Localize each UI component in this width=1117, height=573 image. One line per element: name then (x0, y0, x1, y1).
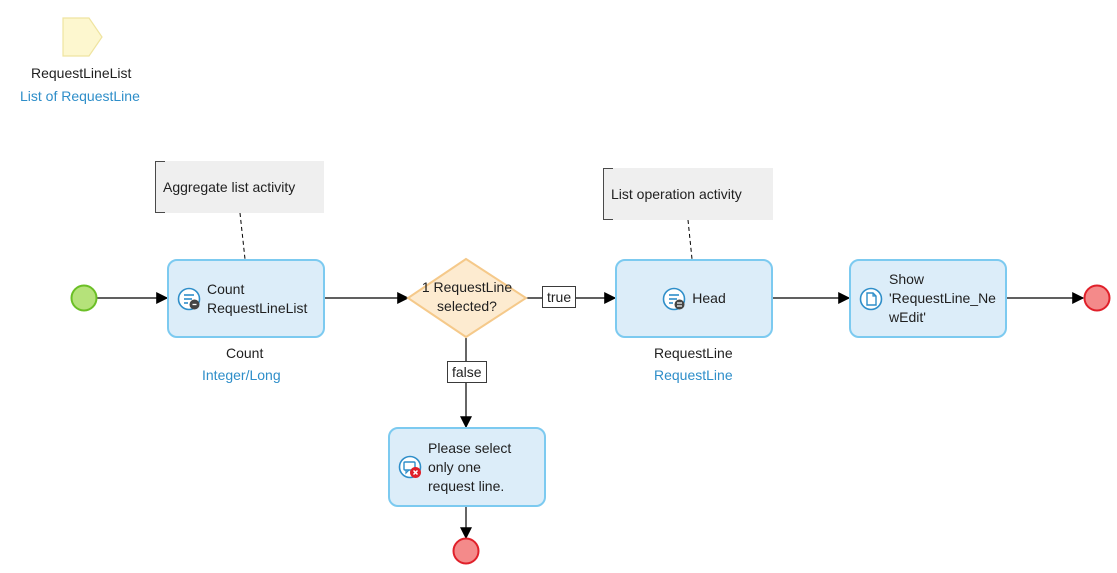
flow-label-true[interactable]: true (542, 286, 577, 308)
end-event-main[interactable] (1083, 284, 1111, 312)
count-activity-line1: Count (207, 280, 245, 297)
annotation-text: Aggregate list activity (163, 179, 296, 195)
decision-label-line2: selected? (437, 298, 497, 314)
show-page-line3: wEdit' (889, 309, 926, 325)
message-line3: request line. (428, 477, 505, 494)
annotation-connector-aggregate (239, 212, 246, 260)
decision-diamond[interactable] (406, 257, 528, 339)
show-page-activity[interactable]: Show 'RequestLine_Ne wEdit' (849, 259, 1007, 338)
end-event-message[interactable] (452, 537, 480, 565)
head-activity[interactable]: Head (615, 259, 773, 338)
count-output-type: Integer/Long (202, 367, 281, 383)
flow-label-false[interactable]: false (447, 361, 487, 383)
count-output-name: Count (226, 345, 264, 361)
annotation-text: List operation activity (611, 186, 742, 202)
annotation-list-operation[interactable]: List operation activity (603, 168, 773, 220)
message-line1: Please select (428, 439, 512, 456)
head-output-name: RequestLine (654, 345, 733, 361)
head-output-type: RequestLine (654, 367, 733, 383)
annotation-bracket (155, 161, 165, 213)
decision-label-line1: 1 RequestLine (421, 279, 513, 295)
show-page-line2: 'RequestLine_Ne (889, 290, 996, 306)
show-message-activity[interactable]: Please select only one request line. (388, 427, 546, 507)
annotation-aggregate[interactable]: Aggregate list activity (155, 161, 324, 213)
show-message-error-icon (398, 455, 422, 479)
show-page-line1: Show (889, 271, 925, 287)
count-activity-line2: RequestLineList (207, 299, 308, 316)
count-activity[interactable]: Count RequestLineList (167, 259, 325, 338)
show-page-icon (859, 287, 883, 311)
parameter-name: RequestLineList (31, 65, 132, 81)
decision-label: 1 RequestLine selected? (408, 278, 526, 316)
message-line2: only one (428, 458, 481, 475)
parameter-icon[interactable] (62, 17, 103, 57)
annotation-bracket (603, 168, 613, 220)
head-activity-label: Head (692, 290, 726, 306)
parameter-type: List of RequestLine (20, 88, 140, 104)
list-operation-icon (662, 287, 686, 311)
start-event[interactable] (70, 284, 98, 312)
annotation-connector-list-operation (687, 219, 693, 260)
aggregate-list-icon (177, 287, 201, 311)
